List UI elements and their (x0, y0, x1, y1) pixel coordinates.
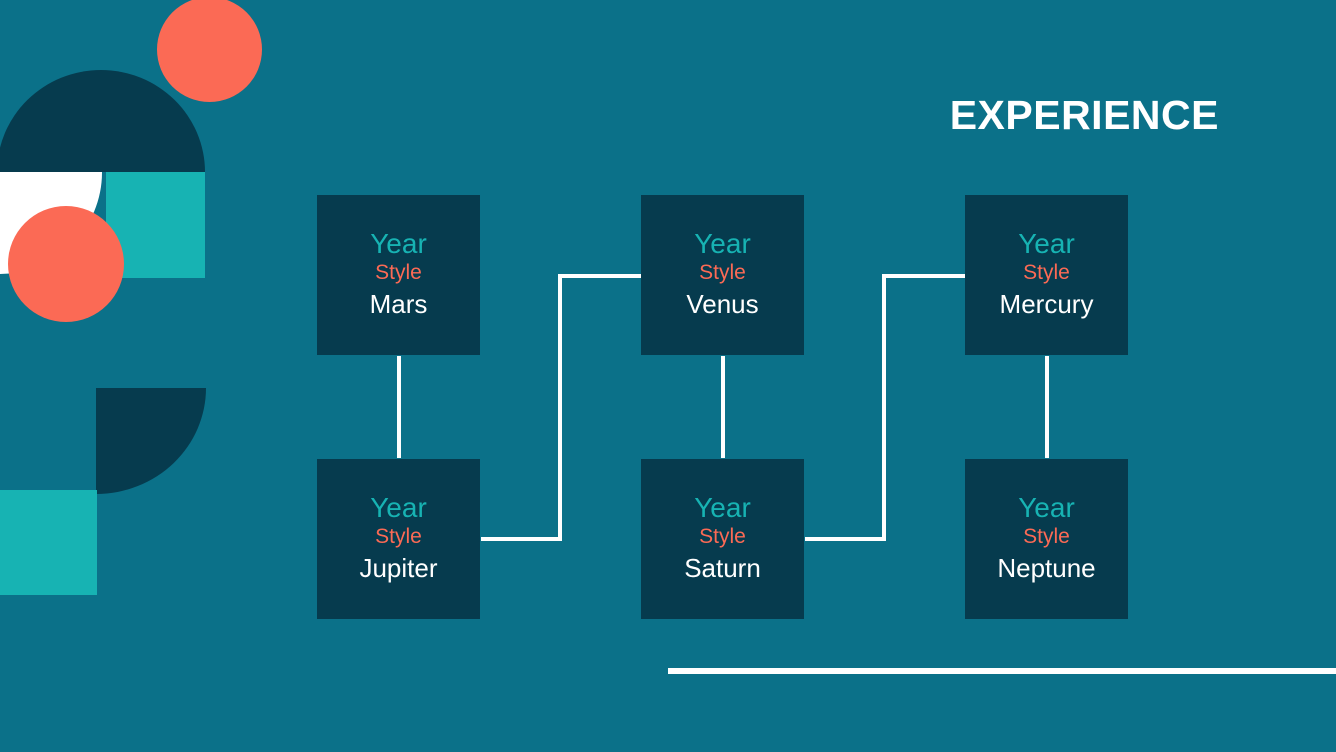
card-style-label: Style (375, 261, 422, 285)
card-style-label: Style (1023, 525, 1070, 549)
circle-coral-bottom-icon (8, 206, 124, 322)
timeline-card-venus[interactable]: Year Style Venus (641, 195, 804, 355)
card-name-label: Venus (686, 288, 759, 319)
card-style-label: Style (375, 525, 422, 549)
card-year-label: Year (1018, 228, 1075, 260)
timeline-card-mars[interactable]: Year Style Mars (317, 195, 480, 355)
card-year-label: Year (370, 492, 427, 524)
card-name-label: Saturn (684, 552, 761, 583)
connector-jupiter-to-venus (481, 274, 641, 541)
card-style-label: Style (1023, 261, 1070, 285)
card-style-label: Style (699, 261, 746, 285)
timeline-card-jupiter[interactable]: Year Style Jupiter (317, 459, 480, 619)
timeline-card-saturn[interactable]: Year Style Saturn (641, 459, 804, 619)
card-style-label: Style (699, 525, 746, 549)
page-title: EXPERIENCE (949, 92, 1219, 138)
card-name-label: Mercury (999, 288, 1094, 319)
square-teal-bottom-icon (0, 490, 97, 595)
quarter-circle-navy-icon (96, 388, 206, 494)
circle-coral-top-icon (157, 0, 262, 102)
timeline-card-neptune[interactable]: Year Style Neptune (965, 459, 1128, 619)
card-year-label: Year (1018, 492, 1075, 524)
bottom-rule (668, 668, 1336, 674)
card-year-label: Year (370, 228, 427, 260)
card-name-label: Neptune (997, 552, 1096, 583)
connector-saturn-to-mercury (805, 274, 965, 541)
timeline-card-mercury[interactable]: Year Style Mercury (965, 195, 1128, 355)
card-name-label: Jupiter (359, 552, 438, 583)
card-name-label: Mars (369, 288, 428, 319)
card-year-label: Year (694, 228, 751, 260)
card-year-label: Year (694, 492, 751, 524)
